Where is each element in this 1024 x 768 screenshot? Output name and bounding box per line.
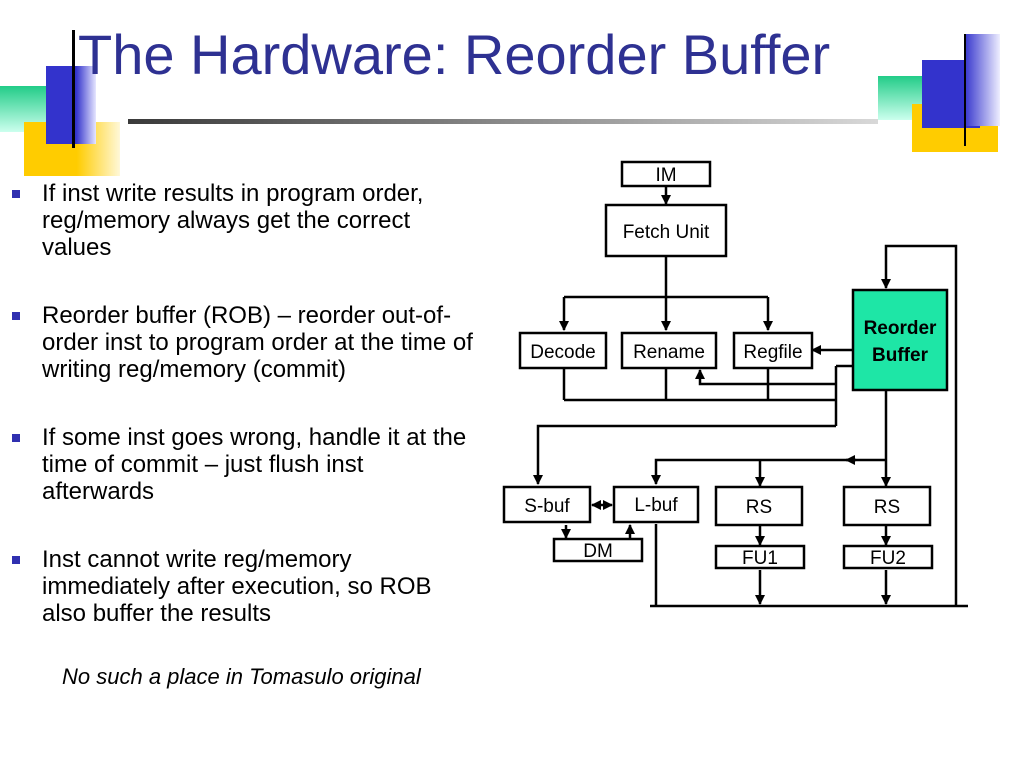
rs2-label: RS <box>874 497 900 518</box>
wire-to-lbuf <box>651 458 856 485</box>
reorder-buffer-label-line2: Buffer <box>872 345 929 366</box>
fu1-label: FU1 <box>742 548 778 569</box>
bullet-text: Inst cannot write reg/memory immediately… <box>42 546 432 627</box>
sbuf-box <box>502 485 592 524</box>
wire-to-sbuf <box>533 424 836 485</box>
rename-box <box>620 331 718 370</box>
rename-label: Rename <box>633 342 705 363</box>
fu1-box <box>714 544 806 570</box>
bullet-square-icon <box>12 556 20 564</box>
regfile-box <box>732 331 814 370</box>
bullet-square-icon <box>12 312 20 320</box>
reorder-buffer-label-line1: Reorder <box>864 318 937 339</box>
rs2-box <box>842 485 932 527</box>
bullet-text: Reorder buffer (ROB) – reorder out-of-or… <box>42 302 473 383</box>
rs1-label: RS <box>746 497 772 518</box>
fetch-unit-box <box>604 203 728 258</box>
wire-cdb-to-rob <box>881 244 958 606</box>
reorder-buffer-box <box>851 288 949 392</box>
bullet-item: Inst cannot write reg/memory immediately… <box>12 546 482 627</box>
lbuf-label: L-buf <box>634 495 678 516</box>
bullet-text: If inst write results in program order, … <box>42 180 424 261</box>
bullet-list: If inst write results in program order, … <box>12 180 482 627</box>
footnote: No such a place in Tomasulo original <box>62 664 421 689</box>
bullet-square-icon <box>12 190 20 198</box>
regfile-label: Regfile <box>743 342 802 363</box>
fu2-label: FU2 <box>870 548 906 569</box>
bullet-item: If some inst goes wrong, handle it at th… <box>12 424 482 505</box>
im-box <box>620 160 712 188</box>
fu2-box <box>842 544 934 570</box>
slide-title: The Hardware: Reorder Buffer <box>78 23 831 86</box>
deco-vline-right <box>964 34 966 146</box>
bullet-item: Reorder buffer (ROB) – reorder out-of-or… <box>12 302 482 383</box>
decode-label: Decode <box>530 342 596 363</box>
bullet-item: If inst write results in program order, … <box>12 180 482 261</box>
wire-to-rename-bottom <box>695 369 836 386</box>
deco-vline-left <box>72 30 75 148</box>
im-label: IM <box>655 165 676 186</box>
deco-blue-stripe-right <box>964 34 1000 126</box>
bullet-square-icon <box>12 434 20 442</box>
sbuf-label: S-buf <box>524 496 570 517</box>
rs1-box <box>714 485 804 527</box>
dm-label: DM <box>583 541 613 562</box>
deco-blue-block-left <box>46 66 96 144</box>
decode-box <box>518 331 608 370</box>
dm-box <box>552 537 644 563</box>
bullet-text: If some inst goes wrong, handle it at th… <box>42 424 467 505</box>
lbuf-box <box>612 485 700 524</box>
fetch-unit-label: Fetch Unit <box>623 222 710 243</box>
title-underline <box>128 119 878 124</box>
